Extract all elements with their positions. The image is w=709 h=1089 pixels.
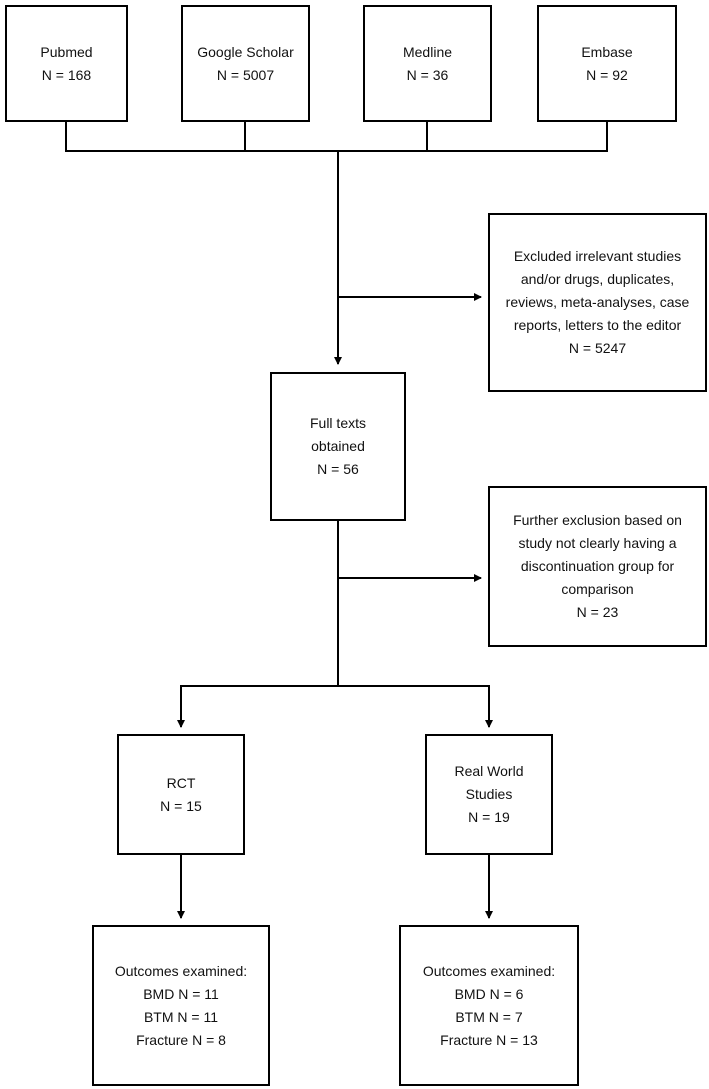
source-name: Embase [581, 43, 633, 60]
excluded-text: and/or drugs, duplicates, [520, 271, 675, 287]
full-texts-text: obtained [311, 438, 365, 454]
excluded-text: study not clearly having a [518, 535, 677, 551]
outcome-item-btm: BTM N = 11 [143, 1008, 219, 1025]
rct-box: RCT N = 15 [117, 734, 245, 855]
real-world-text: Studies [465, 786, 513, 802]
source-name: Pubmed [40, 43, 93, 60]
outcome-item-bmd: BMD N = 11 [143, 985, 219, 1002]
full-texts-count: N = 56 [317, 461, 359, 477]
full-texts-text: Full texts [309, 415, 366, 431]
outcome-item-fracture: Fracture N = 13 [440, 1031, 538, 1048]
excluded-text: Further exclusion based on [513, 512, 682, 528]
excluded-count: N = 23 [576, 604, 619, 620]
source-name: Google Scholar [197, 43, 294, 60]
rct-count: N = 15 [160, 797, 202, 814]
outcomes-rct-box: Outcomes examined: BMD N = 11 BTM N = 11… [92, 925, 270, 1086]
outcome-item-btm: BTM N = 7 [455, 1008, 523, 1025]
excluded-text: reports, letters to the editor [513, 317, 682, 333]
real-world-box: Real World Studies N = 19 [425, 734, 553, 855]
excluded-box-no-discontinuation: Further exclusion based on study not cle… [488, 486, 707, 647]
full-texts-box: Full texts obtained N = 56 [270, 372, 406, 521]
excluded-text: comparison [561, 581, 634, 597]
excluded-text: Excluded irrelevant studies [513, 248, 682, 264]
outcomes-title: Outcomes examined: [422, 962, 556, 979]
source-name: Medline [402, 43, 453, 60]
outcomes-title: Outcomes examined: [114, 962, 248, 979]
excluded-box-irrelevant: Excluded irrelevant studies and/or drugs… [488, 213, 707, 392]
source-box-google-scholar: Google Scholar N = 5007 [181, 5, 310, 122]
excluded-text: discontinuation group for [520, 558, 675, 574]
excluded-count: N = 5247 [568, 340, 627, 356]
source-box-embase: Embase N = 92 [537, 5, 677, 122]
outcomes-real-world-box: Outcomes examined: BMD N = 6 BTM N = 7 F… [399, 925, 579, 1086]
source-count: N = 36 [406, 66, 449, 83]
source-box-medline: Medline N = 36 [363, 5, 492, 122]
real-world-count: N = 19 [468, 809, 510, 825]
rct-text: RCT [166, 774, 196, 791]
source-count: N = 168 [41, 66, 92, 83]
real-world-text: Real World [454, 763, 524, 779]
excluded-text: reviews, meta-analyses, case [505, 294, 690, 310]
outcome-item-bmd: BMD N = 6 [454, 985, 524, 1002]
source-count: N = 5007 [216, 66, 275, 83]
source-box-pubmed: Pubmed N = 168 [5, 5, 128, 122]
outcome-item-fracture: Fracture N = 8 [136, 1031, 226, 1048]
source-count: N = 92 [586, 66, 628, 83]
